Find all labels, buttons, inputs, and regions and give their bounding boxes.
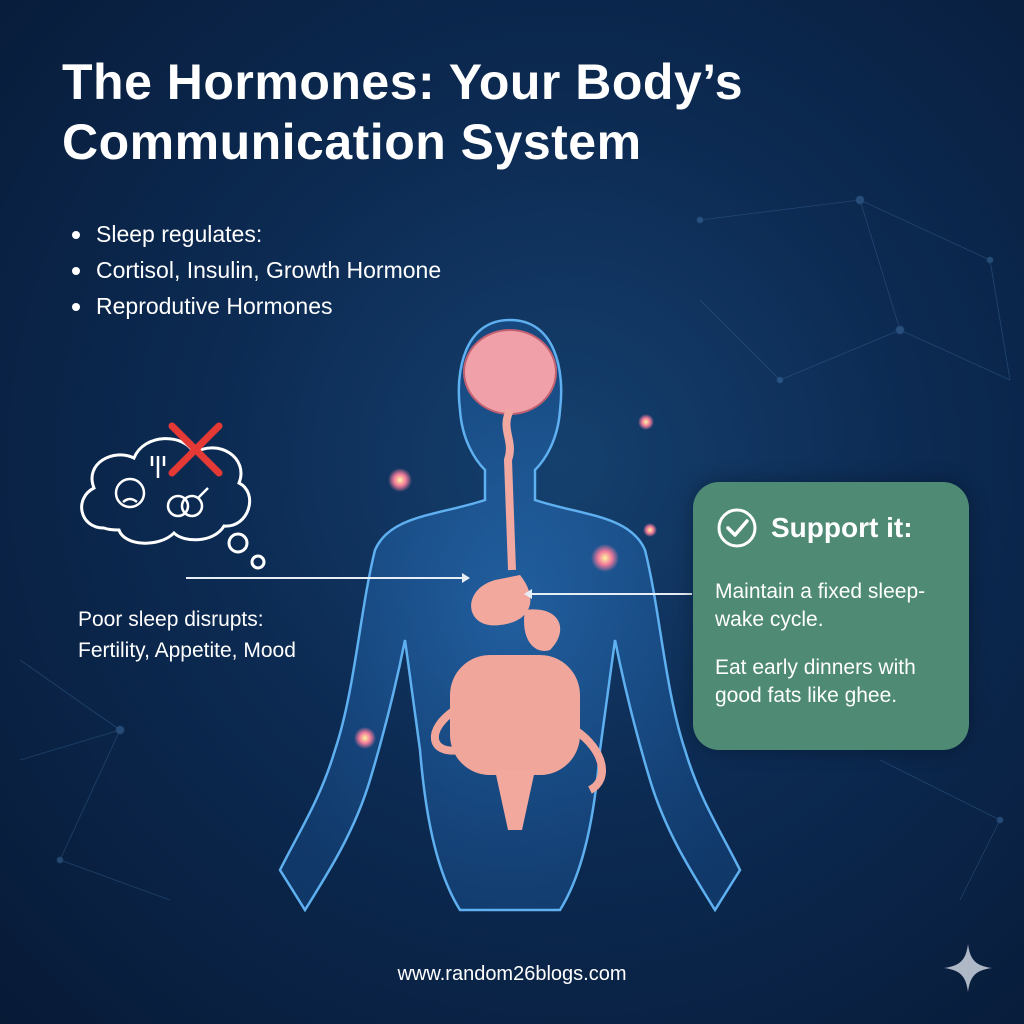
list-item: Sleep regulates: <box>72 216 441 252</box>
sleep-regulates-list: Sleep regulates: Cortisol, Insulin, Grow… <box>72 216 441 324</box>
poor-sleep-heading: Poor sleep disrupts: <box>78 608 264 631</box>
support-card-header: Support it: <box>717 508 913 548</box>
list-item: Reprodutive Hormones <box>72 288 441 324</box>
support-card: Support it: Maintain a fixed sleep-wake … <box>693 482 969 750</box>
poor-sleep-text: Poor sleep disrupts: Fertility, Appetite… <box>78 604 296 666</box>
arrow-to-body <box>186 574 470 582</box>
arrow-from-card <box>524 590 692 598</box>
support-tip: Eat early dinners with good fats like gh… <box>715 656 916 707</box>
thought-bubble-icon <box>80 422 266 570</box>
intestines <box>450 655 580 775</box>
check-circle-icon <box>717 508 757 548</box>
support-tip: Maintain a fixed sleep-wake cycle. <box>715 580 926 631</box>
list-item: Cortisol, Insulin, Growth Hormone <box>72 252 441 288</box>
sad-face-icon <box>114 477 146 509</box>
brain <box>463 329 557 415</box>
sparkle-icon <box>944 944 992 992</box>
gender-symbols-icon <box>166 487 209 518</box>
human-body-illustration <box>278 318 742 913</box>
title-line-1: The Hormones: Your Body’s <box>62 54 744 110</box>
footer-website: www.random26blogs.com <box>397 963 627 985</box>
title-line-2: Communication System <box>62 114 642 170</box>
liver <box>524 609 561 651</box>
cross-icon <box>168 422 223 477</box>
support-card-title: Support it: <box>771 512 913 543</box>
poor-sleep-effects: Fertility, Appetite, Mood <box>78 639 296 662</box>
stomach <box>471 575 531 626</box>
fork-icon <box>150 456 166 478</box>
uterus <box>495 770 535 830</box>
page-title: The Hormones: Your Body’s Communication … <box>62 52 743 172</box>
esophagus <box>502 408 516 571</box>
